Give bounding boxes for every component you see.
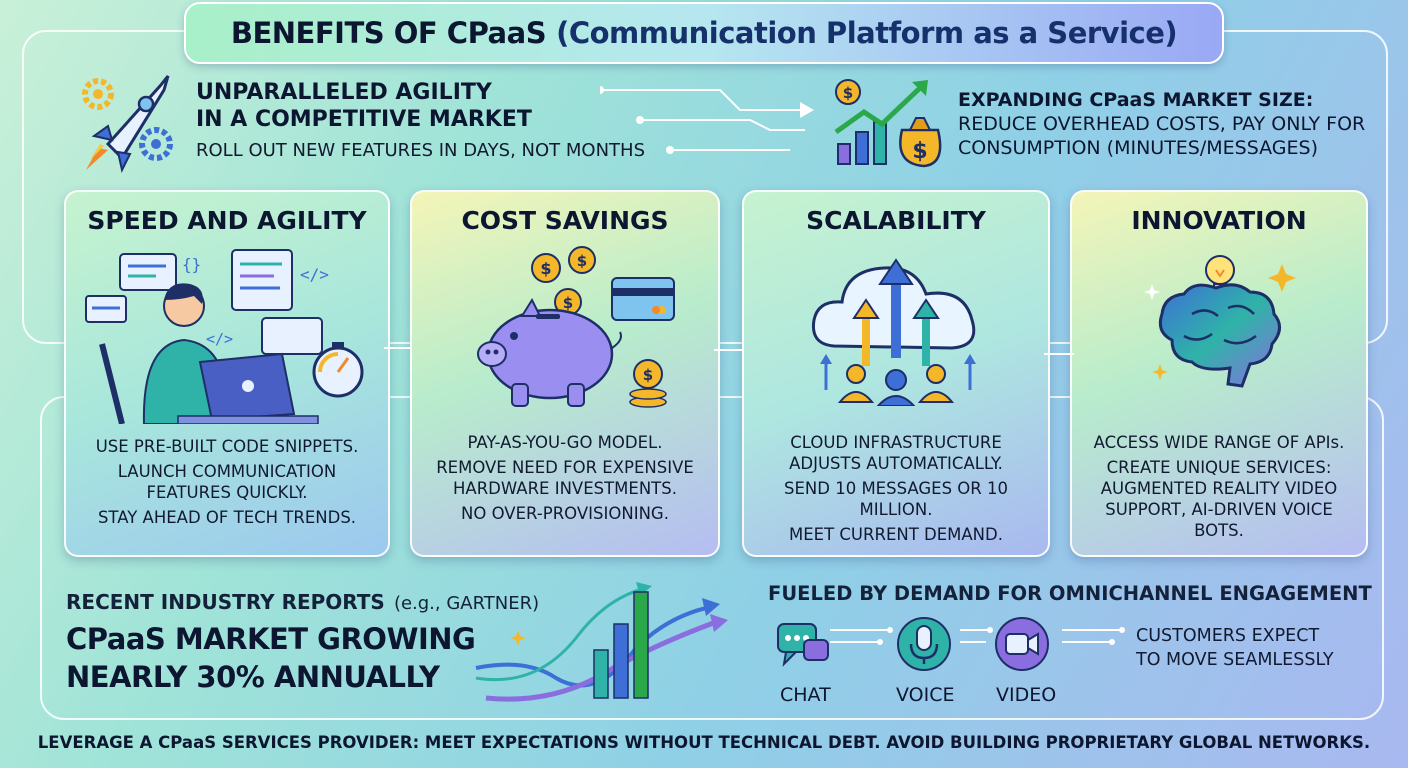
card-line: REMOVE NEED FOR EXPENSIVE HARDWARE INVES… <box>436 458 694 498</box>
page-subtitle: (Communication Platform as a Service) <box>556 16 1178 50</box>
svg-text:</>: </> <box>206 330 233 348</box>
svg-text:$: $ <box>577 252 587 270</box>
header-title: BENEFITS OF CPaaS (Communication Platfor… <box>184 2 1224 64</box>
growth-chart-icon <box>466 578 736 708</box>
agility-subtext: ROLL OUT NEW FEATURES IN DAYS, NOT MONTH… <box>196 140 645 161</box>
card-title: COST SAVINGS <box>461 206 669 235</box>
video-camera-icon <box>994 616 1050 672</box>
card-line: USE PRE-BUILT CODE SNIPPETS. <box>95 437 359 456</box>
card-line: CREATE UNIQUE SERVICES: AUGMENTED REALIT… <box>1100 458 1338 540</box>
channel-label-video: VIDEO <box>996 684 1057 706</box>
card-title: INNOVATION <box>1131 206 1307 235</box>
card-title: SCALABILITY <box>806 206 986 235</box>
page-title: BENEFITS OF CPaaS <box>230 16 547 50</box>
cloud-scale-icon <box>804 246 994 406</box>
card-scalability: SCALABILITY CLOUD INFRASTRUCTURE ADJUSTS… <box>742 190 1050 557</box>
piggy-bank-icon: $ $ $ $ <box>472 244 692 414</box>
card-innovation: INNOVATION ACCESS WIDE RANGE OF APIs. CR… <box>1070 190 1368 557</box>
chat-icon <box>776 620 832 670</box>
microphone-icon <box>896 616 952 672</box>
card-cost-savings: COST SAVINGS $ $ $ $ PAY-AS <box>410 190 720 557</box>
agility-heading-1: UNPARALLELED AGILITY <box>196 80 492 105</box>
card-line: PAY-AS-YOU-GO MODEL. <box>467 433 663 452</box>
svg-text:$: $ <box>643 366 653 384</box>
reports-heading: RECENT INDUSTRY REPORTS <box>66 590 385 614</box>
card-line: SEND 10 MESSAGES OR 10 MILLION. <box>784 479 1008 519</box>
omnichannel-heading: FUELED BY DEMAND FOR OMNICHANNEL ENGAGEM… <box>768 582 1372 605</box>
card-line: ACCESS WIDE RANGE OF APIs. <box>1093 433 1345 452</box>
growth-headline-1: CPaaS MARKET GROWING <box>66 622 476 656</box>
svg-text:$: $ <box>912 139 927 164</box>
agility-heading-2: IN A COMPETITIVE MARKET <box>196 107 532 132</box>
market-growth-icon: $ $ <box>830 72 950 172</box>
svg-text:</>: </> <box>300 265 329 284</box>
channel-connector-lines <box>830 627 1125 645</box>
market-heading: EXPANDING CPaaS MARKET SIZE: <box>958 89 1314 111</box>
svg-text:$: $ <box>540 259 551 278</box>
brain-bulb-icon <box>1132 244 1312 414</box>
seamless-note-2: TO MOVE SEAMLESSLY <box>1136 650 1334 670</box>
seamless-note-1: CUSTOMERS EXPECT <box>1136 626 1320 646</box>
svg-text:$: $ <box>563 294 573 312</box>
card-title: SPEED AND AGILITY <box>87 206 367 235</box>
rocket-gear-icon <box>68 66 188 176</box>
footer-banner: LEVERAGE A CPaaS SERVICES PROVIDER: MEET… <box>37 733 1371 752</box>
svg-text:$: $ <box>843 84 853 102</box>
channel-label-chat: CHAT <box>780 684 831 706</box>
market-text-1: REDUCE OVERHEAD COSTS, PAY ONLY FOR <box>958 113 1366 135</box>
card-connector-lines <box>384 347 1074 355</box>
reports-note: (e.g., GARTNER) <box>393 593 540 614</box>
developer-laptop-icon: {} </> </> <box>82 244 372 424</box>
channel-label-voice: VOICE <box>896 684 955 706</box>
card-line: CLOUD INFRASTRUCTURE ADJUSTS AUTOMATICAL… <box>789 433 1003 473</box>
growth-headline-2: NEARLY 30% ANNUALLY <box>66 660 440 694</box>
card-line: STAY AHEAD OF TECH TRENDS. <box>97 508 357 527</box>
card-line: MEET CURRENT DEMAND. <box>789 525 1003 544</box>
market-text-2: CONSUMPTION (MINUTES/MESSAGES) <box>958 137 1319 159</box>
card-speed-agility: SPEED AND AGILITY {} </> </> <box>64 190 390 557</box>
card-line: NO OVER-PROVISIONING. <box>461 504 669 523</box>
svg-text:{}: {} <box>182 255 201 274</box>
card-line: LAUNCH COMMUNICATION FEATURES QUICKLY. <box>117 462 337 502</box>
circuit-lines-top <box>600 86 814 154</box>
